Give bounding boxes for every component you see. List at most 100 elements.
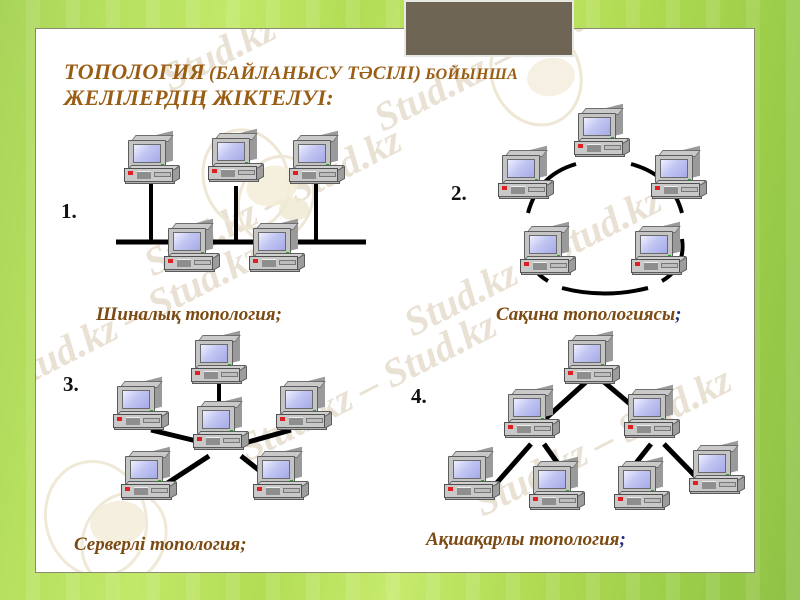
case-base-lip — [125, 181, 175, 184]
computer-node — [249, 218, 307, 272]
slide-title: ТОПОЛОГИЯ (БАЙЛАНЫСУ ТӘСІЛІ) БОЙЫНША ЖЕЛ… — [64, 59, 704, 111]
floppy-drive-icon — [661, 263, 678, 268]
case-base-lip — [165, 269, 215, 272]
computer-node-leaf — [529, 456, 587, 510]
ring-topology-section: 2. — [426, 103, 754, 339]
floppy-drive-icon — [719, 482, 736, 487]
case-front-panel — [121, 484, 170, 498]
case-base-lip — [250, 269, 300, 272]
topology-number-4: 4. — [411, 384, 427, 408]
floppy-drive-icon — [221, 372, 238, 377]
drive-slot-icon — [644, 262, 658, 267]
drive-slot-icon — [533, 267, 547, 270]
case-front-panel — [504, 422, 553, 436]
drive-slot-icon — [457, 487, 471, 492]
ring-topology-diagram — [476, 103, 746, 304]
title-tail-word: БОЙЫНША — [425, 66, 519, 83]
power-led-red-icon — [618, 497, 623, 501]
server-node — [193, 396, 251, 450]
computer-node-leaf — [614, 456, 672, 510]
power-led-red-icon — [125, 487, 130, 491]
case-front-panel — [113, 414, 162, 428]
empty-content-placeholder[interactable] — [404, 0, 574, 57]
monitor-screen — [513, 398, 541, 417]
drive-slot-icon — [204, 376, 218, 379]
monitor-screen — [623, 470, 651, 489]
drive-slot-icon — [664, 186, 678, 191]
floppy-drive-icon — [604, 145, 621, 150]
monitor-screen — [173, 232, 201, 251]
title-line-2: ЖЕЛІЛЕРДІҢ ЖІКТЕЛУІ: — [64, 85, 334, 111]
monitor-bezel — [197, 406, 235, 434]
case-front-panel — [289, 168, 338, 182]
monitor-bezel — [125, 456, 163, 484]
power-led-red-icon — [524, 262, 529, 266]
case-front-panel — [631, 259, 680, 273]
slide-content-panel: Stud.kz – Stud.kz Stud.kz – Stud.kz Stud… — [35, 28, 755, 573]
case-front-panel — [689, 478, 738, 492]
case-base-lip — [530, 507, 580, 510]
case-base-lip — [632, 272, 682, 275]
floppy-drive-icon — [319, 172, 336, 177]
case-base-lip — [499, 196, 549, 199]
computer-node — [520, 221, 578, 275]
drive-slot-icon — [177, 259, 191, 264]
drive-slot-icon — [262, 259, 276, 264]
drive-slot-icon — [542, 497, 556, 502]
case-front-panel — [651, 183, 700, 197]
computer-node-branch — [504, 384, 562, 438]
computer-node — [113, 376, 171, 430]
floppy-drive-icon — [654, 426, 671, 431]
computer-node — [253, 446, 311, 500]
floppy-drive-icon — [594, 372, 611, 377]
monitor-screen — [507, 159, 535, 178]
computer-node — [124, 130, 182, 184]
power-led-red-icon — [655, 186, 660, 190]
power-led-red-icon — [253, 259, 258, 263]
monitor-screen — [573, 344, 601, 363]
drive-slot-icon — [702, 481, 716, 486]
case-base-lip — [690, 491, 740, 494]
monitor-bezel — [195, 340, 233, 368]
monitor-screen — [130, 460, 158, 479]
drive-slot-icon — [637, 425, 651, 430]
monitor-screen — [633, 398, 661, 417]
monitor-bezel — [628, 394, 666, 422]
drive-slot-icon — [577, 371, 591, 376]
case-base-lip — [625, 435, 675, 438]
drive-slot-icon — [511, 191, 525, 194]
power-led-red-icon — [502, 186, 507, 190]
power-led-red-icon — [508, 425, 513, 429]
monitor-screen — [529, 235, 557, 254]
drive-slot-icon — [533, 262, 547, 267]
case-front-panel — [444, 484, 493, 498]
caption-text: Шиналық топология — [96, 304, 276, 325]
monitor-screen — [285, 390, 313, 409]
computer-node — [289, 130, 347, 184]
computer-node — [651, 145, 709, 199]
monitor-bezel — [253, 228, 291, 256]
case-base-lip — [277, 427, 327, 430]
monitor-bezel — [508, 394, 546, 422]
drive-slot-icon — [137, 176, 151, 179]
power-led-red-icon — [168, 259, 173, 263]
power-led-red-icon — [257, 487, 262, 491]
monitor-screen — [258, 232, 286, 251]
case-front-panel — [520, 259, 569, 273]
case-front-panel — [249, 256, 298, 270]
computer-node-root — [564, 330, 622, 384]
monitor-screen — [583, 117, 611, 136]
drive-slot-icon — [511, 186, 525, 191]
topology-number-3: 3. — [63, 372, 79, 396]
monitor-bezel — [257, 456, 295, 484]
case-base-lip — [192, 381, 242, 384]
floppy-drive-icon — [279, 260, 296, 265]
floppy-drive-icon — [238, 170, 255, 175]
monitor-bezel — [618, 466, 656, 494]
drive-slot-icon — [289, 422, 303, 425]
ring-topology-caption: Сақина топологиясы; — [496, 304, 681, 326]
power-led-red-icon — [195, 371, 200, 375]
monitor-bezel — [568, 340, 606, 368]
drive-slot-icon — [517, 425, 531, 430]
monitor-bezel — [502, 155, 540, 183]
